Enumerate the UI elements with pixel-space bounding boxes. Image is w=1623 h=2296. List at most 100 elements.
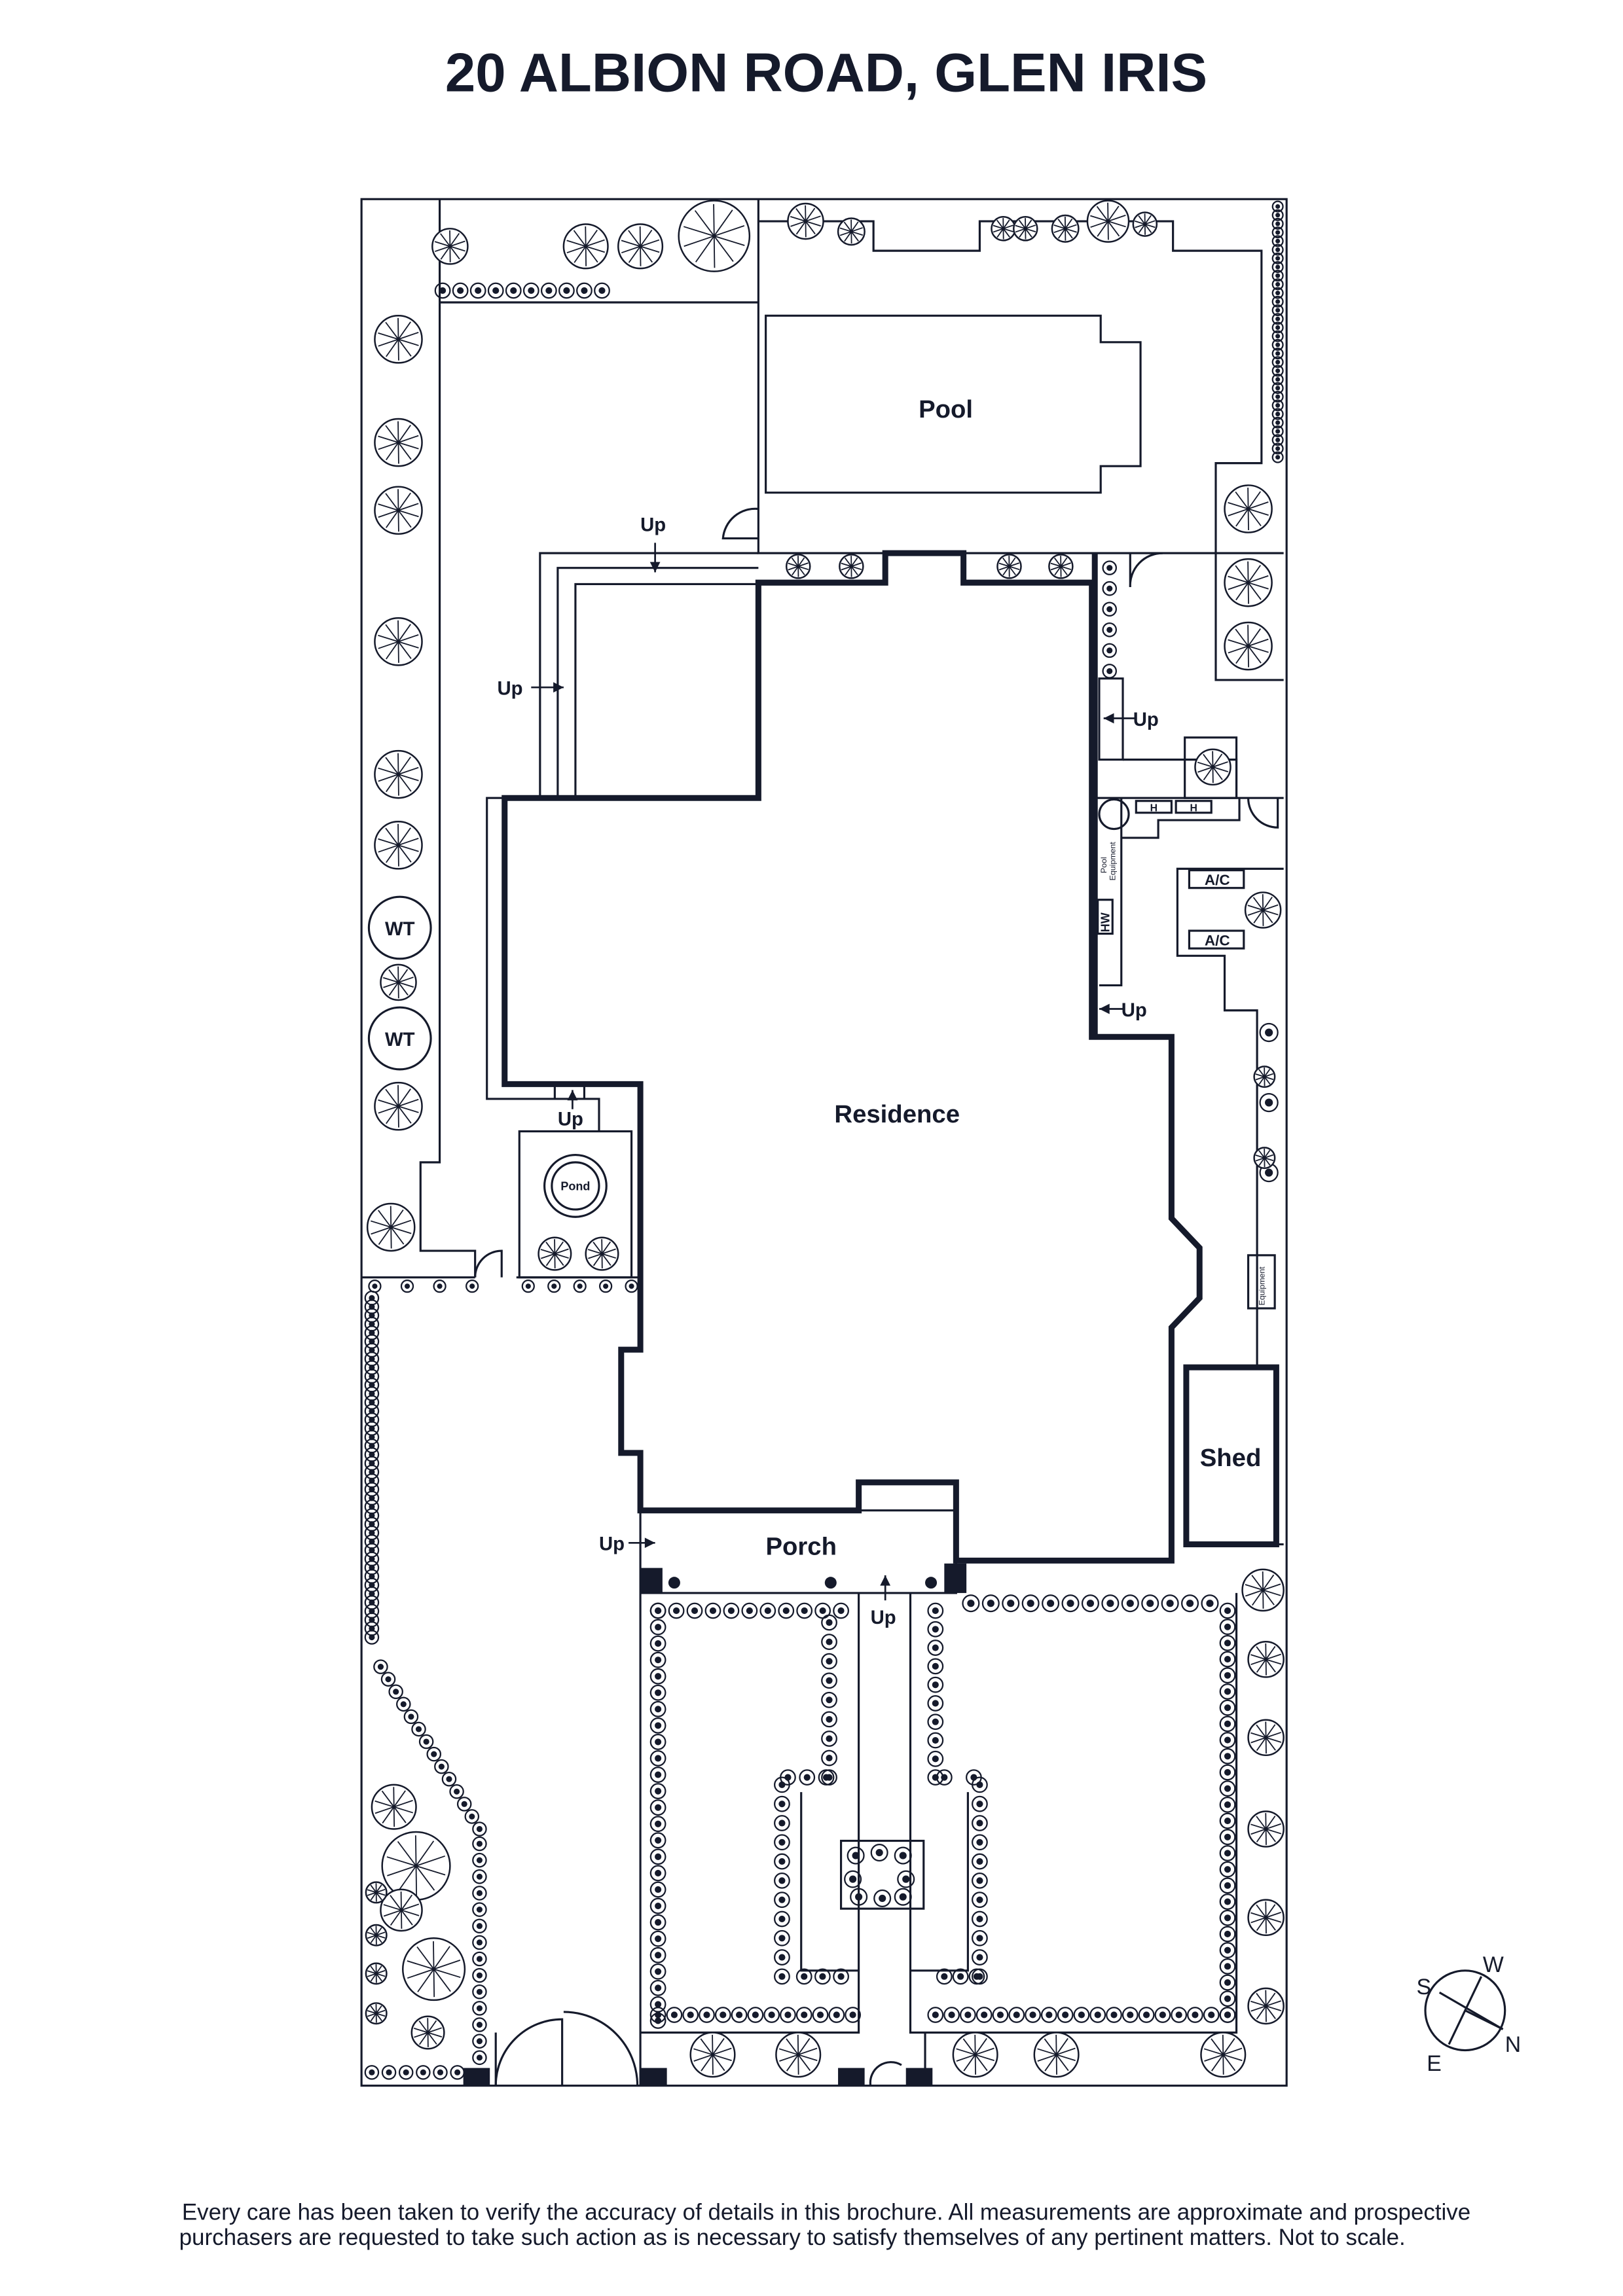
shrub-icon	[1073, 2007, 1090, 2023]
tree-icon	[1132, 211, 1158, 237]
shrub-icon	[828, 2007, 845, 2023]
tree-icon	[1247, 1899, 1285, 1937]
hedges	[364, 200, 1284, 2080]
shrub-icon	[897, 1870, 915, 1888]
shrub-icon	[1219, 1683, 1236, 1700]
shrub-icon	[649, 1767, 666, 1783]
shrub-icon	[649, 1963, 666, 1980]
tree-icon	[374, 315, 423, 364]
shrub-icon	[1271, 200, 1284, 213]
shrub-icon	[936, 1968, 953, 1985]
svg-text:Up: Up	[640, 514, 666, 535]
tree-icon	[678, 200, 751, 272]
svg-text:W: W	[1483, 1952, 1504, 1977]
shrub-icon	[1219, 1748, 1236, 1765]
shrub-icon	[1219, 1877, 1236, 1894]
shrub-icon	[649, 1914, 666, 1931]
up-arrow-marker: Up	[1099, 999, 1147, 1021]
shrub-icon	[625, 1280, 638, 1293]
shrub-icon	[774, 1929, 790, 1946]
residence-outline	[501, 550, 1203, 1564]
shrub-icon	[649, 1635, 666, 1652]
shed	[1183, 1364, 1279, 1548]
tree-icon	[365, 1881, 388, 1904]
shrub-icon	[456, 1797, 472, 1812]
shrub-icon	[845, 2007, 861, 2023]
shrub-icon	[472, 2017, 487, 2032]
shrub-icon	[1061, 1594, 1080, 1613]
shrub-icon	[1203, 2007, 1220, 2023]
shrub-icon	[795, 1968, 812, 1985]
shrub-icon	[522, 282, 539, 299]
shrub-icon	[649, 2007, 666, 2023]
shrub-icon	[1271, 382, 1284, 394]
shrub-icon	[1102, 581, 1118, 596]
shrub-icon	[1102, 664, 1118, 679]
shrub-icon	[894, 1888, 912, 1906]
shrub-icon	[573, 1280, 587, 1293]
shrub-icon	[452, 282, 469, 299]
shrub-icon	[821, 1672, 837, 1689]
shrub-icon	[1271, 252, 1284, 264]
shrub-icon	[1271, 365, 1284, 377]
up-arrow-marker: Up	[497, 677, 564, 699]
shrub-icon	[1219, 1812, 1236, 1829]
shrub-icon	[1154, 2007, 1171, 2023]
shrub-icon	[649, 1602, 666, 1619]
tree-icon	[689, 2032, 736, 2078]
tree-icon	[1051, 214, 1080, 243]
tree-icon	[365, 1924, 388, 1946]
shrub-icon	[870, 1844, 888, 1862]
shrub-icon	[799, 1769, 816, 1786]
shrub-icon	[1008, 2007, 1025, 2023]
shrub-icon	[1219, 1909, 1236, 1926]
shrub-icon	[850, 1888, 868, 1906]
shrub-icon	[972, 1834, 988, 1851]
up-arrow-marker: Up	[1103, 709, 1159, 730]
shrub-icon	[1161, 1594, 1179, 1613]
shrub-icon	[1081, 1594, 1099, 1613]
shrub-icon	[972, 1815, 988, 1831]
shrub-icon	[812, 2007, 829, 2023]
shrub-icon	[472, 1852, 487, 1868]
shrub-icon	[1271, 304, 1284, 317]
ac-label: A/C	[1205, 933, 1230, 949]
shrub-icon	[927, 1695, 944, 1712]
shrub-icon	[649, 1848, 666, 1865]
shrub-icon	[649, 1717, 666, 1734]
shrub-icon	[747, 2007, 764, 2023]
tree-icon	[374, 418, 423, 467]
shrub-icon	[796, 1602, 813, 1619]
shrub-icon	[959, 2007, 976, 2023]
tree-icon	[365, 1962, 388, 1985]
tree-icon	[952, 2032, 998, 2078]
shrub-icon	[927, 1602, 944, 1619]
shrub-icon	[962, 1594, 980, 1613]
shrub-icon	[1271, 226, 1284, 239]
tree-icon	[996, 554, 1022, 579]
shrub-icon	[774, 1795, 790, 1812]
shrub-icon	[714, 2007, 731, 2023]
shrub-icon	[763, 2007, 780, 2023]
shrub-icon	[927, 1621, 944, 1638]
shrub-icon	[418, 1734, 434, 1749]
porch-label: Porch	[765, 1532, 837, 1560]
shrub-icon	[469, 282, 486, 299]
shrub-icon	[1219, 1942, 1236, 1959]
shrub-icon	[936, 1769, 953, 1786]
shrub-icon	[1102, 643, 1118, 658]
shrub-icon	[981, 1594, 1000, 1613]
shrub-icon	[472, 1951, 487, 1967]
shrub-icon	[821, 1731, 837, 1747]
shrub-icon	[1259, 1022, 1279, 1043]
tree-icon	[374, 617, 423, 666]
ac-label: A/C	[1205, 872, 1230, 888]
tree-icon	[374, 749, 423, 799]
tree-icon	[374, 486, 423, 535]
tree-icon	[1194, 748, 1231, 786]
tree-icon	[410, 2015, 445, 2050]
shrub-icon	[966, 1769, 982, 1786]
shrub-icon	[927, 1713, 944, 1731]
shrub-icon	[1219, 1699, 1236, 1716]
shrub-icon	[821, 1749, 837, 1767]
